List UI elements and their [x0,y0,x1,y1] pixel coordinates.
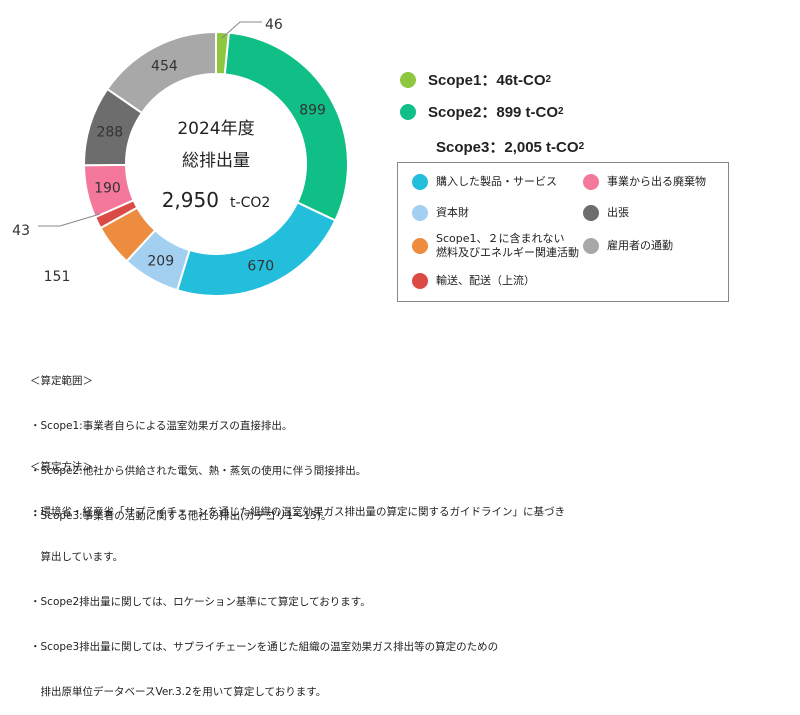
legend-label: 雇用者の通勤 [607,239,673,252]
note-line: ・環境省・経産省「サプライチェーンを通じた組織の温室効果ガス排出量の算定に関する… [30,506,565,518]
center-total-unit: t-CO2 [230,195,270,211]
legend-label: 購入した製品・サービス [436,175,557,188]
center-total: 2,950 t-CO2 [162,188,271,212]
scope2-label: Scope2：899 t-CO [428,104,559,121]
scope-range-heading: ＜算定範囲＞ [30,375,93,387]
slice-label-151: 151 [44,269,71,285]
scope1-sub: 2 [545,74,552,85]
legend-dot [412,238,428,254]
donut-slice-899 [223,31,349,222]
slice-label-899: 899 [299,102,326,118]
legend-dot [412,174,428,190]
legend-item-commuting: 雇用者の通勤 [583,238,673,254]
legend-dot [412,205,428,221]
legend-dot [412,273,428,289]
scope1-dot [400,71,416,88]
legend-item-transport: 輸送、配送（上流） [412,273,535,289]
legend-label: 出張 [607,206,629,219]
legend-label: 事業から出る廃棄物 [607,175,706,188]
scope2-dot [400,103,416,120]
note-line: 算出しています。 [30,551,124,563]
leader-line-46 [221,21,262,39]
legend-label: Scope1、２に含まれない [436,232,565,245]
calc-method-notes: ＜算定方法＞ ・環境省・経産省「サプライチェーンを通じた組織の温室効果ガス排出量… [30,430,565,715]
legend-label-multiline: Scope1、２に含まれない 燃料及びエネルギー関連活動 [436,232,579,260]
legend-label-line2: 燃料及びエネルギー関連活動 [436,246,579,259]
scope3-label: Scope3：2,005 t-CO [436,139,579,156]
legend-dot [583,238,599,254]
note-line: ・Scope2排出量に関しては、ロケーション基準にて算定しております。 [30,596,371,608]
legend-label: 輸送、配送（上流） [436,274,535,287]
legend-label: 資本財 [436,206,469,219]
leader-line-43 [38,213,101,227]
donut-slice-labels: 46 899 670 209 151 43 190 288 454 [12,17,326,285]
center-total-value: 2,950 [162,188,219,212]
note-line: ・Scope3排出量に関しては、サプライチェーンを通じた組織の温室効果ガス排出等… [30,641,499,653]
note-line: ・Scope2:他社から供給された電気、熱・蒸気の使用に伴う間接排出。 [30,465,367,477]
leader-lines [38,21,262,227]
slice-label-670: 670 [247,259,274,275]
legend-item-capital: 資本財 [412,205,469,221]
donut-slices [82,30,349,297]
slice-label-46: 46 [265,17,283,33]
scope-range-notes: ＜算定範囲＞ ・Scope1:事業者自らによる温室効果ガスの直接排出。 ・Sco… [30,344,366,539]
donut-slice-670 [175,201,337,297]
slice-label-43: 43 [12,223,30,239]
scope2-sub: 2 [558,106,564,117]
legend-item-waste: 事業から出る廃棄物 [583,174,706,190]
legend-item-business-travel: 出張 [583,205,629,221]
scope3-sub: 2 [578,141,585,152]
slice-label-190: 190 [94,180,121,196]
legend-dot [583,174,599,190]
calc-method-heading: ＜算定方法＞ [30,461,93,473]
legend-dot [583,205,599,221]
scope3-legend: 購入した製品・サービス 事業から出る廃棄物 資本財 出張 Scope1、２に含ま… [397,162,729,302]
donut-slice-454 [105,30,217,115]
note-line: ・Scope3:事業者の活動に関する他社の排出(カテゴリ1～15)。 [30,510,332,522]
legend-item-purchased: 購入した製品・サービス [412,174,557,190]
slice-label-209: 209 [147,253,174,269]
scope1-label: Scope1：46t-CO [428,72,546,89]
center-title: 総排出量 [182,151,250,171]
center-year: 2024年度 [177,119,254,139]
donut-chart: 46 899 670 209 151 43 190 288 454 2024年度 総排出量 2,… [12,17,349,297]
slice-label-288: 288 [96,125,123,141]
note-line: ・Scope1:事業者自らによる温室効果ガスの直接排出。 [30,420,293,432]
note-line: 排出原単位データベースVer.3.2を用いて算定しております。 [30,686,327,698]
legend-item-fuel-energy: Scope1、２に含まれない 燃料及びエネルギー関連活動 [412,232,579,260]
slice-label-454: 454 [151,59,178,75]
